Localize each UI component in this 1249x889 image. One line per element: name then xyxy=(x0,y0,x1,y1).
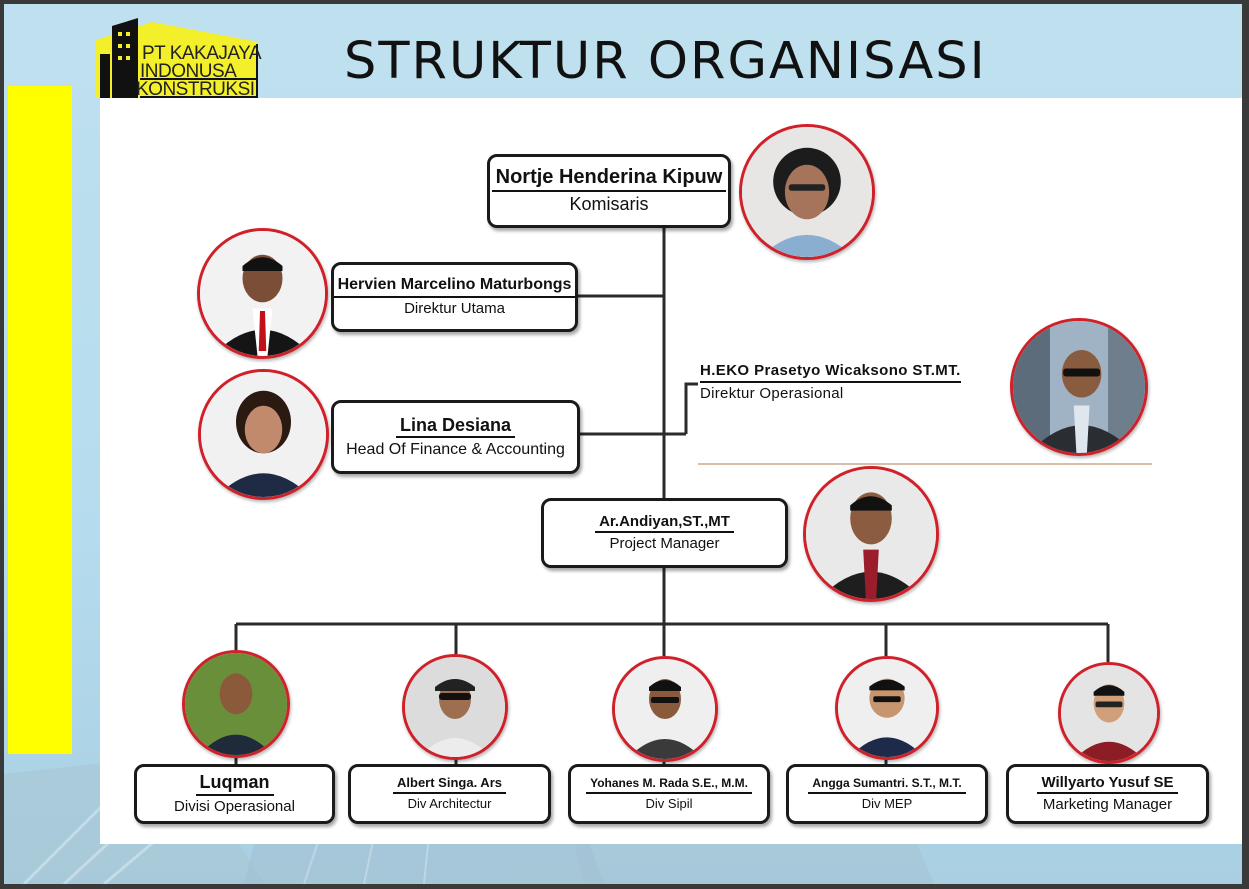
box-division-angga: Angga Sumantri. S.T., M.T. Div MEP xyxy=(786,764,988,824)
company-logo: PT KAKAJAYA INDONUSA KONSTRUKSI xyxy=(92,18,268,100)
avatar-willyarto xyxy=(1058,662,1160,764)
person-name: Lina Desiana xyxy=(395,415,516,439)
logo-line2: INDONUSA xyxy=(140,61,237,82)
person-name: Ar.Andiyan,ST.,MT xyxy=(595,513,734,534)
logo-line1: PT KAKAJAYA xyxy=(142,43,262,64)
yellow-accent-bar xyxy=(8,86,72,754)
direktur-operasional-label: H.EKO Prasetyo Wicaksono ST.MT. Direktur… xyxy=(700,362,961,402)
person-role: Project Manager xyxy=(609,535,720,553)
person-name: Luqman xyxy=(195,772,274,796)
avatar-albert xyxy=(402,654,508,760)
avatar-yohanes xyxy=(612,656,718,762)
person-role: Divisi Operasional xyxy=(174,797,295,815)
box-division-albert: Albert Singa. Ars Div Architectur xyxy=(348,764,551,824)
person-role: Direktur Operasional xyxy=(700,385,844,402)
person-name: Hervien Marcelino Maturbongs xyxy=(333,276,576,298)
person-role: Head Of Finance & Accounting xyxy=(346,441,565,459)
box-project-manager: Ar.Andiyan,ST.,MT Project Manager xyxy=(541,498,788,568)
person-role: Div Sipil xyxy=(645,795,693,811)
box-division-yohanes: Yohanes M. Rada S.E., M.M. Div Sipil xyxy=(568,764,770,824)
person-name: H.EKO Prasetyo Wicaksono ST.MT. xyxy=(700,362,961,383)
person-role: Div MEP xyxy=(861,795,913,811)
person-role: Marketing Manager xyxy=(1042,796,1173,814)
avatar-angga xyxy=(835,656,939,760)
avatar-project-manager xyxy=(803,466,939,602)
avatar-luqman xyxy=(182,650,290,758)
box-division-willyarto: Willyarto Yusuf SE Marketing Manager xyxy=(1006,764,1209,824)
person-name: Willyarto Yusuf SE xyxy=(1037,774,1178,795)
box-division-luqman: Luqman Divisi Operasional xyxy=(134,764,335,824)
person-role: Div Architectur xyxy=(407,796,492,812)
avatar-komisaris xyxy=(739,124,875,260)
person-name: Albert Singa. Ars xyxy=(393,775,506,795)
person-role: Komisaris xyxy=(569,194,649,215)
person-name: Nortje Henderina Kipuw xyxy=(491,166,727,193)
person-name: Yohanes M. Rada S.E., M.M. xyxy=(586,776,752,794)
avatar-finance xyxy=(198,369,329,500)
avatar-direktur-utama xyxy=(197,228,328,359)
logo-line3: KONSTRUKSI xyxy=(136,79,255,100)
person-role: Direktur Utama xyxy=(404,299,505,317)
person-name: Angga Sumantri. S.T., M.T. xyxy=(808,776,966,794)
avatar-direktur-operasional xyxy=(1010,318,1148,456)
box-direktur-utama: Hervien Marcelino Maturbongs Direktur Ut… xyxy=(331,262,578,332)
box-finance: Lina Desiana Head Of Finance & Accountin… xyxy=(331,400,580,474)
page-title: STRUKTUR ORGANISASI xyxy=(344,32,987,91)
box-komisaris: Nortje Henderina Kipuw Komisaris xyxy=(487,154,731,228)
